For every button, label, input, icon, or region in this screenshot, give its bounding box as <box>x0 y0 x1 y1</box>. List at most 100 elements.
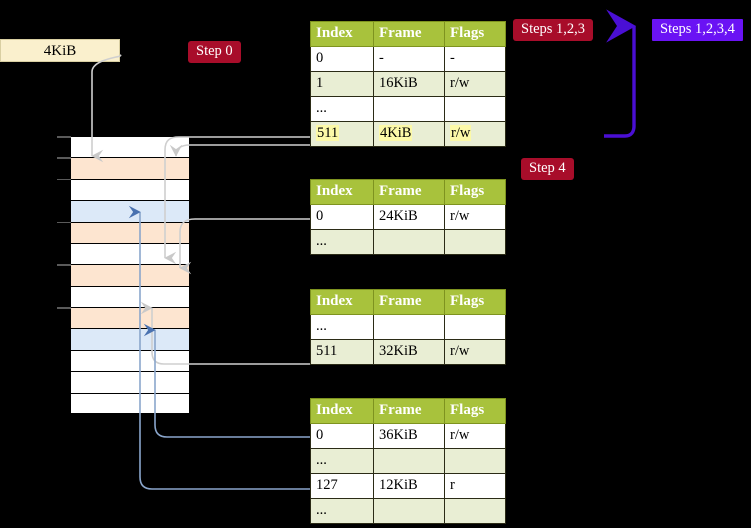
table-row: ... <box>310 314 506 340</box>
table-row: ... <box>310 498 506 524</box>
size-label-4kib: 4KiB <box>0 39 120 62</box>
memory-row-white <box>70 349 190 372</box>
badge-steps-123: Steps 1,2,3 <box>513 19 594 41</box>
memory-row-orange <box>70 307 190 329</box>
highlighted-value: r/w <box>450 125 472 141</box>
highlighted-value: 511 <box>316 125 340 141</box>
memory-row-white <box>70 392 190 414</box>
connector-pdpt-0-to-memory <box>179 218 310 275</box>
connector-pd-511-to-memory <box>140 301 310 365</box>
table-cell: 12KiB <box>373 473 445 499</box>
memory-row-tick <box>57 157 71 159</box>
table-cell: r/w <box>444 71 506 97</box>
connector-4kib-to-memory <box>91 54 122 163</box>
badge-step-4: Step 4 <box>521 158 574 180</box>
column-header-frame: Frame <box>373 398 445 424</box>
memory-row-white <box>70 178 190 201</box>
memory-row-tick <box>57 136 71 138</box>
table-cell: - <box>444 46 506 72</box>
table-cell <box>444 448 506 474</box>
table-cell <box>373 498 445 524</box>
table-cell: 0 <box>310 46 374 72</box>
table-cell <box>444 498 506 524</box>
column-header-frame: Frame <box>373 21 445 47</box>
badge-step-0: Step 0 <box>188 41 241 63</box>
table-cell <box>373 448 445 474</box>
memory-row-tick <box>57 178 71 181</box>
memory-row-white <box>70 285 190 308</box>
table-cell <box>444 314 506 340</box>
table-cell: 0 <box>310 423 374 449</box>
memory-strip <box>70 136 190 414</box>
table-cell: 4KiB <box>373 121 445 147</box>
table-cell <box>444 229 506 255</box>
table-cell: 1 <box>310 71 374 97</box>
memory-row-orange <box>70 264 190 286</box>
table-cell: ... <box>310 96 374 122</box>
column-header-index: Index <box>310 179 374 205</box>
table-cell: 36KiB <box>373 423 445 449</box>
column-header-index: Index <box>310 289 374 315</box>
connector-pml4-511-to-memory <box>164 136 310 265</box>
memory-row-tick <box>57 264 71 266</box>
table-cell <box>444 96 506 122</box>
memory-row-blue <box>70 328 190 350</box>
highlighted-value: 4KiB <box>379 125 413 141</box>
memory-row-tick <box>57 307 71 309</box>
connector-purple-loop <box>604 9 637 138</box>
table-cell: r/w <box>444 339 506 365</box>
column-header-flags: Flags <box>444 179 506 205</box>
column-header-flags: Flags <box>444 289 506 315</box>
memory-row-tick <box>57 221 71 224</box>
column-header-flags: Flags <box>444 21 506 47</box>
table-cell: 127 <box>310 473 374 499</box>
memory-row-orange <box>70 221 190 243</box>
connector-hook-upper <box>175 144 310 163</box>
table-cell: r <box>444 473 506 499</box>
column-header-index: Index <box>310 21 374 47</box>
table-row: ... <box>310 448 506 474</box>
table-row: 0-- <box>310 46 506 72</box>
table-cell <box>373 96 445 122</box>
table-cell: 511 <box>310 339 374 365</box>
memory-row-white <box>70 371 190 393</box>
table-cell: ... <box>310 498 374 524</box>
table-cell: ... <box>310 229 374 255</box>
table-row: ... <box>310 96 506 122</box>
table-cell: 511 <box>310 121 374 147</box>
table-cell: r/w <box>444 204 506 230</box>
table-cell: r/w <box>444 121 506 147</box>
badge-steps-1234: Steps 1,2,3,4 <box>652 19 743 41</box>
memory-row-white <box>70 242 190 265</box>
connector-pt-0-to-memory <box>143 323 310 438</box>
column-header-index: Index <box>310 398 374 424</box>
table-cell: ... <box>310 448 374 474</box>
table-cell: - <box>373 46 445 72</box>
column-header-frame: Frame <box>373 179 445 205</box>
table-cell <box>373 314 445 340</box>
table-cell: r/w <box>444 423 506 449</box>
table-cell: 16KiB <box>373 71 445 97</box>
memory-row-orange <box>70 157 190 179</box>
table-cell: 0 <box>310 204 374 230</box>
table-cell: ... <box>310 314 374 340</box>
table-cell: 32KiB <box>373 339 445 365</box>
table-row: ... <box>310 229 506 255</box>
table-cell <box>373 229 445 255</box>
column-header-flags: Flags <box>444 398 506 424</box>
table-row: 511 4KiB r/w <box>310 121 506 147</box>
column-header-frame: Frame <box>373 289 445 315</box>
